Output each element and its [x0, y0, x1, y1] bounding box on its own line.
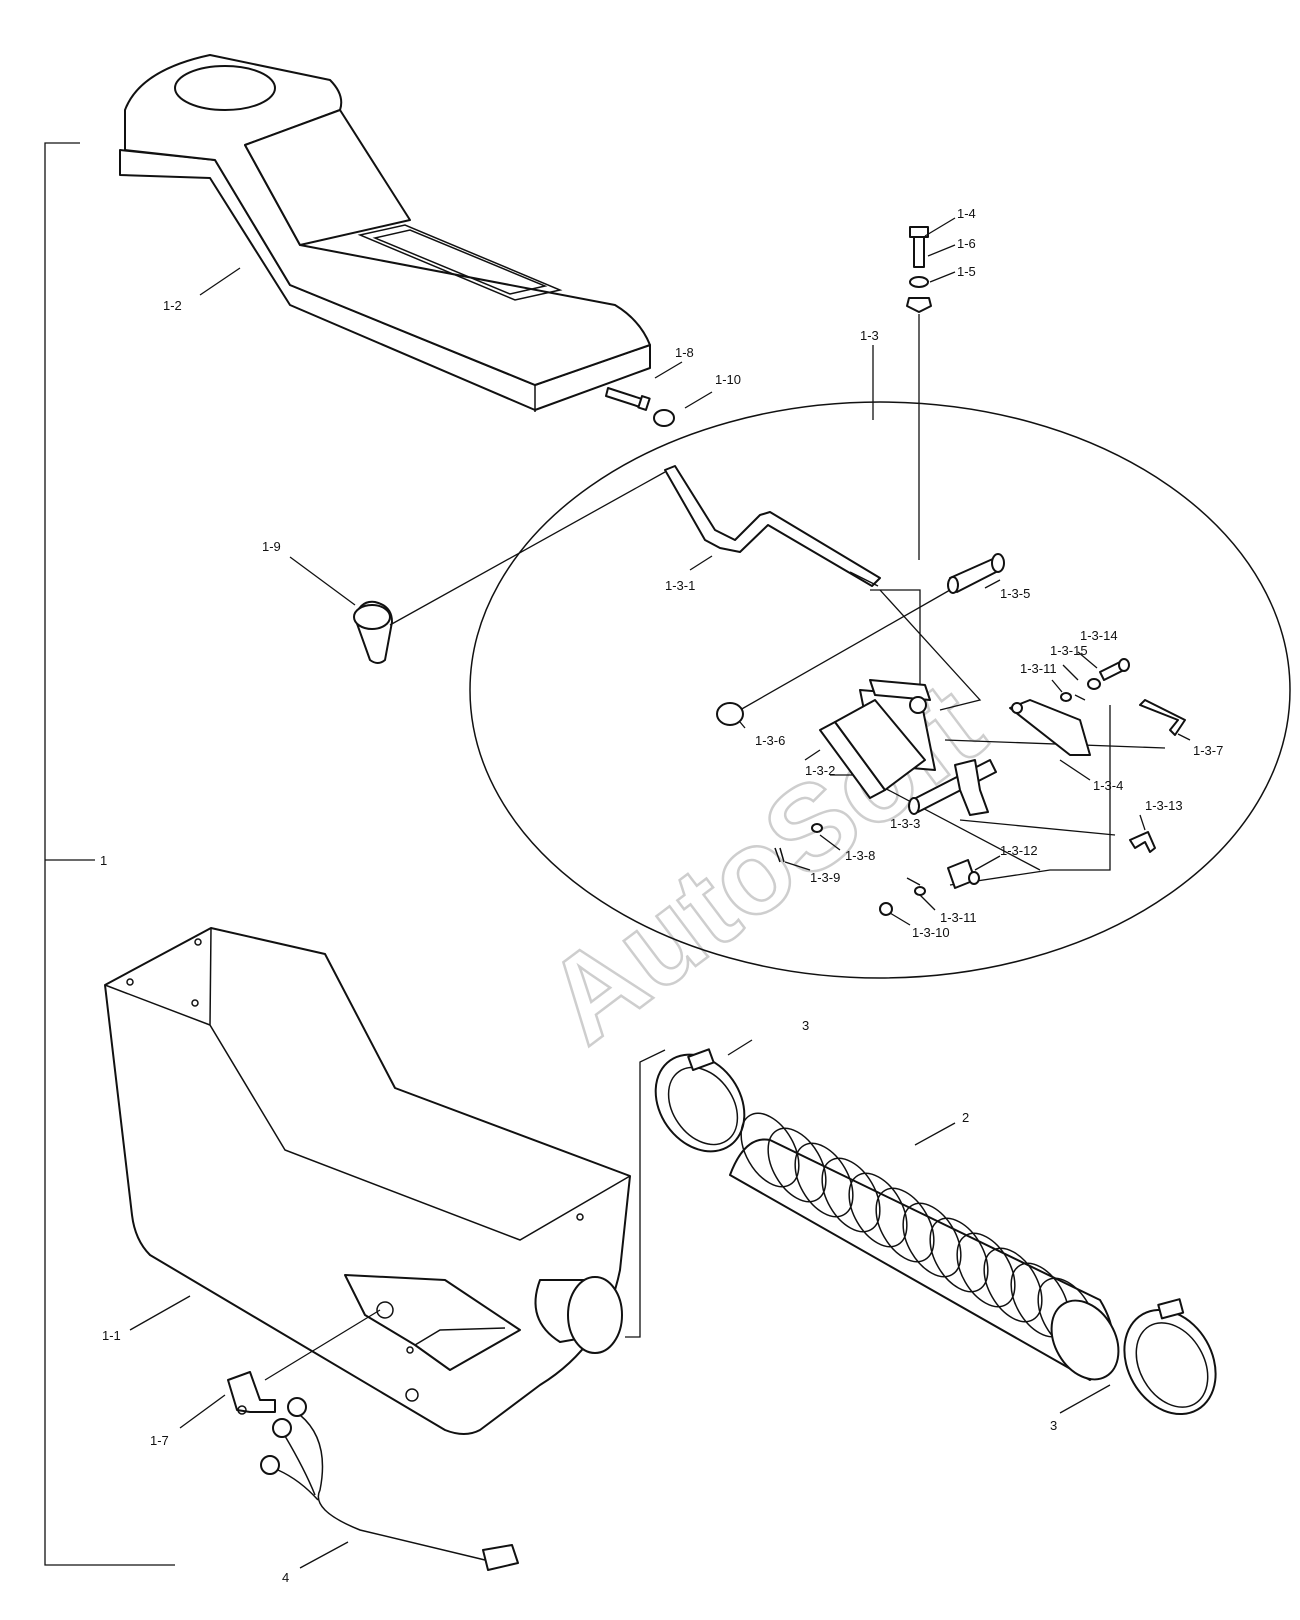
hose-rib	[740, 1112, 800, 1188]
ring-136	[716, 702, 744, 726]
label-1-3-3: 1-3-3	[890, 816, 920, 831]
shaft-133	[908, 759, 997, 816]
corrugated-hose	[729, 1112, 1120, 1381]
clip-1313	[1129, 831, 1156, 853]
link-rod-137	[1139, 699, 1186, 736]
label-1-10: 1-10	[715, 372, 741, 387]
label-1-3-6: 1-3-6	[755, 733, 785, 748]
label-1-3-14: 1-3-14	[1080, 628, 1118, 643]
label-2: 2	[962, 1110, 969, 1125]
hose-rib	[902, 1202, 962, 1278]
hose-rib	[929, 1217, 989, 1293]
pin-135	[947, 553, 1005, 594]
shift-lever	[664, 465, 881, 587]
detail-ellipse	[469, 401, 1291, 979]
hose-rib	[767, 1127, 827, 1203]
label-1-3-2: 1-3-2	[805, 763, 835, 778]
label-1-3-10: 1-3-10	[912, 925, 950, 940]
label-1-8: 1-8	[675, 345, 694, 360]
label-1-3: 1-3	[860, 328, 879, 343]
label-1-9: 1-9	[262, 539, 281, 554]
hose-rib	[875, 1187, 935, 1263]
switch-17	[227, 1309, 381, 1415]
hose-rib	[821, 1157, 881, 1233]
label-1-3-9: 1-3-9	[810, 870, 840, 885]
label-1-3-5: 1-3-5	[1000, 586, 1030, 601]
hose-rib	[848, 1172, 908, 1248]
hose-clamp-top	[654, 1048, 746, 1153]
label-1-3-1: 1-3-1	[665, 578, 695, 593]
label-1-3-13: 1-3-13	[1145, 798, 1183, 813]
label-1-3-12: 1-3-12	[1000, 843, 1038, 858]
console-cover	[119, 54, 651, 412]
hose-clamp-bottom	[1123, 1298, 1217, 1416]
watermark: AutoSoft	[522, 657, 1007, 1069]
label-1-7: 1-7	[150, 1433, 169, 1448]
label-1: 1	[100, 853, 107, 868]
label-1-3-11-bottom: 1-3-11	[940, 910, 977, 925]
console-housing	[104, 927, 631, 1435]
part-labels: 1 1-1 1-2 1-3 1-4 1-6 1-5 1-8 1-10 1-9 1…	[100, 206, 1223, 1585]
small-fasteners-top	[1060, 658, 1130, 702]
screw-and-cap	[605, 387, 675, 427]
outlet-leader	[625, 1049, 666, 1338]
label-1-3-11-top: 1-3-11	[1020, 661, 1057, 676]
small-fasteners-bottom	[879, 859, 980, 916]
label-3-top: 3	[802, 1018, 809, 1033]
assembly-bracket	[44, 142, 175, 1566]
wiring-harness-4	[260, 1397, 519, 1571]
label-1-3-8: 1-3-8	[845, 848, 875, 863]
label-leaders	[129, 217, 1191, 1569]
gear-knob	[353, 471, 666, 664]
label-1-3-15: 1-3-15	[1050, 643, 1088, 658]
label-4: 4	[282, 1570, 289, 1585]
plate-134	[1009, 699, 1091, 756]
label-1-6: 1-6	[957, 236, 976, 251]
hose-rib	[983, 1247, 1043, 1323]
hose-rib	[794, 1142, 854, 1218]
label-1-3-7: 1-3-7	[1193, 743, 1223, 758]
label-1-1: 1-1	[102, 1328, 121, 1343]
bolt-stack	[906, 226, 932, 560]
washer-cotter	[774, 823, 823, 863]
label-1-4: 1-4	[957, 206, 976, 221]
label-1-3-4: 1-3-4	[1093, 778, 1123, 793]
label-1-2: 1-2	[163, 298, 182, 313]
shifter-bracket	[819, 679, 936, 799]
hose-rib	[956, 1232, 1016, 1308]
label-1-5: 1-5	[957, 264, 976, 279]
label-3-bottom: 3	[1050, 1418, 1057, 1433]
